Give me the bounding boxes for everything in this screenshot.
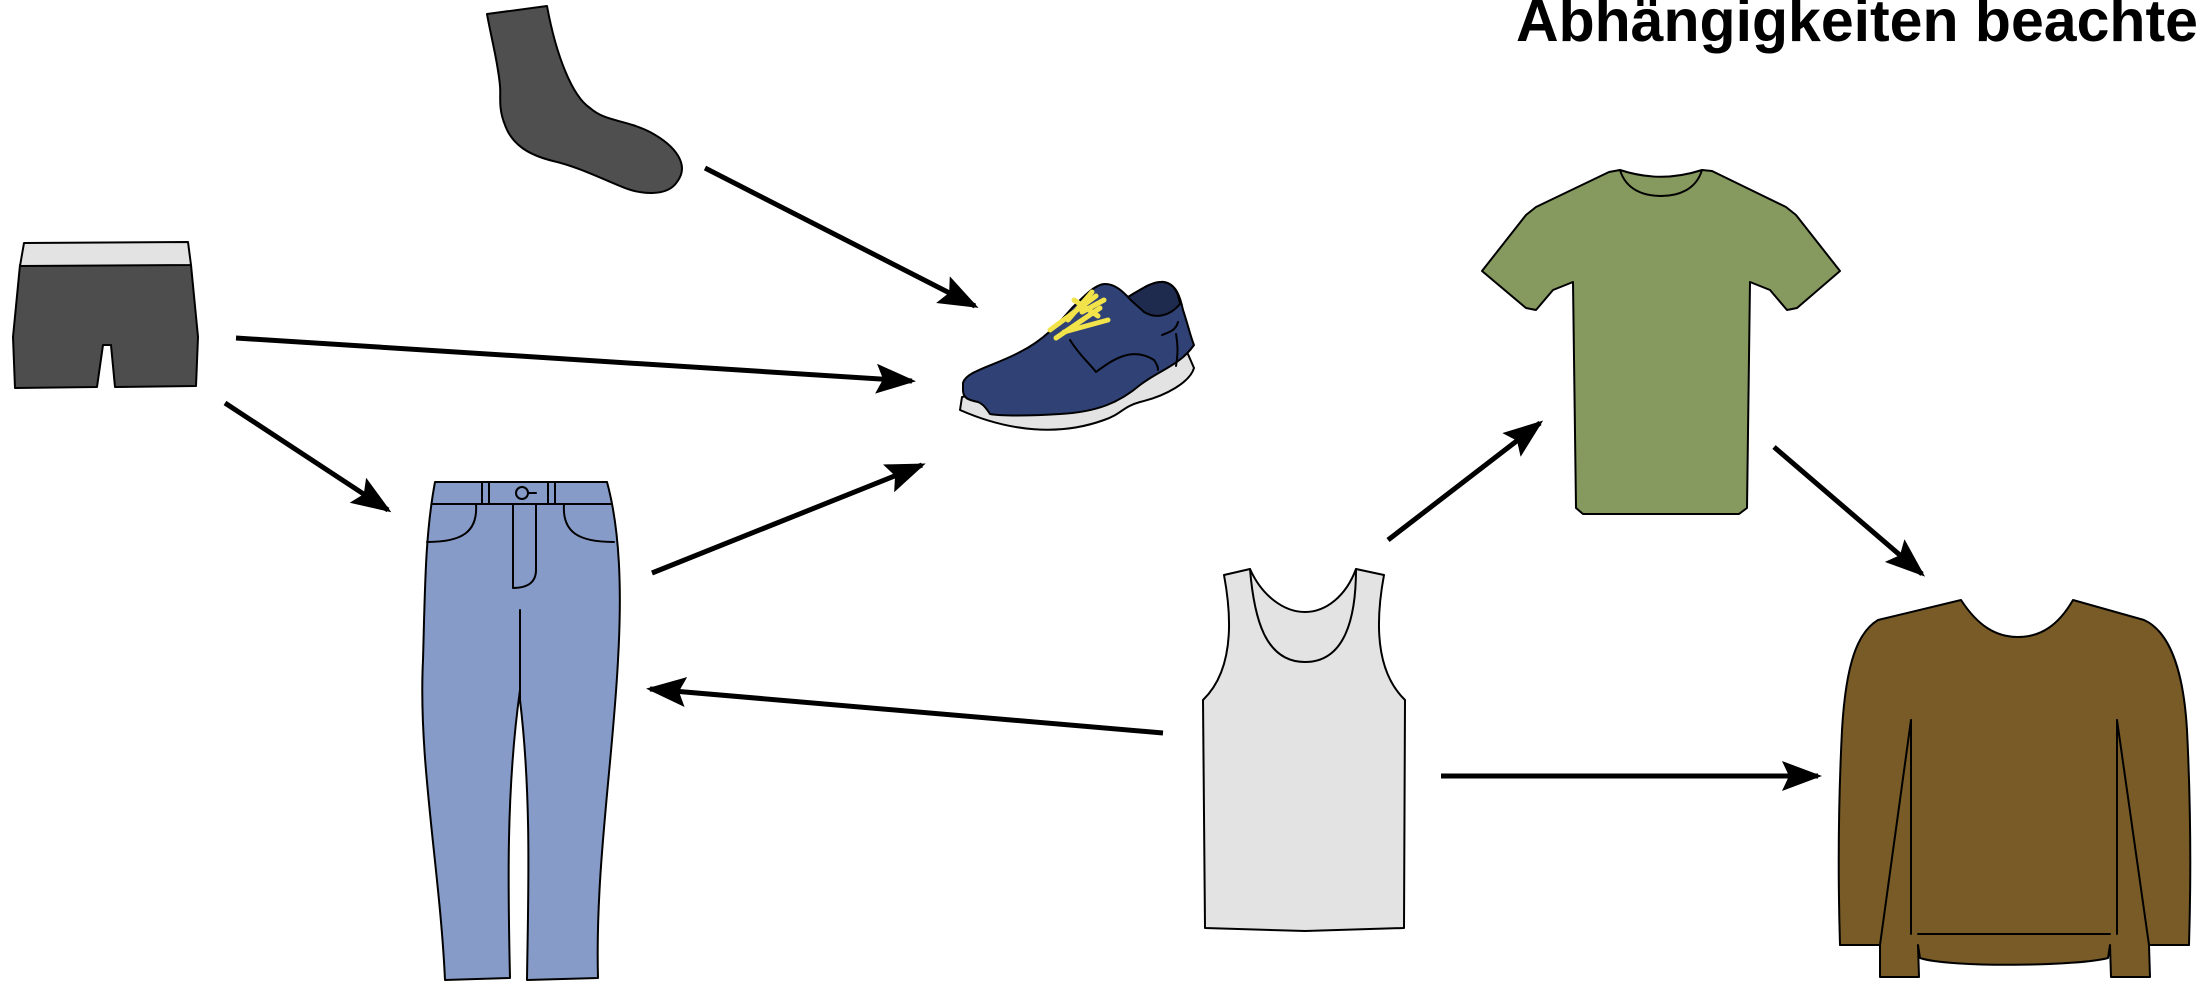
sock-icon xyxy=(487,6,682,193)
arrow-underwear-to-pants xyxy=(225,403,388,510)
arrow-tshirt-to-sweater xyxy=(1774,447,1922,574)
diagram-title: Abhängigkeiten beachte xyxy=(1516,0,2198,54)
pants-icon xyxy=(422,482,620,980)
underwear-icon xyxy=(13,242,198,388)
tshirt-icon xyxy=(1482,170,1840,514)
arrow-undershirt-to-tshirt xyxy=(1388,423,1540,540)
arrow-pants-to-shoe xyxy=(652,465,922,573)
arrow-sock-to-shoe xyxy=(705,168,975,306)
undershirt-icon xyxy=(1203,569,1405,931)
shoe-icon xyxy=(960,282,1194,430)
arrow-underwear-to-shoe xyxy=(236,338,912,381)
arrow-undershirt-to-pants xyxy=(650,689,1163,733)
sweater-icon xyxy=(1839,600,2191,977)
